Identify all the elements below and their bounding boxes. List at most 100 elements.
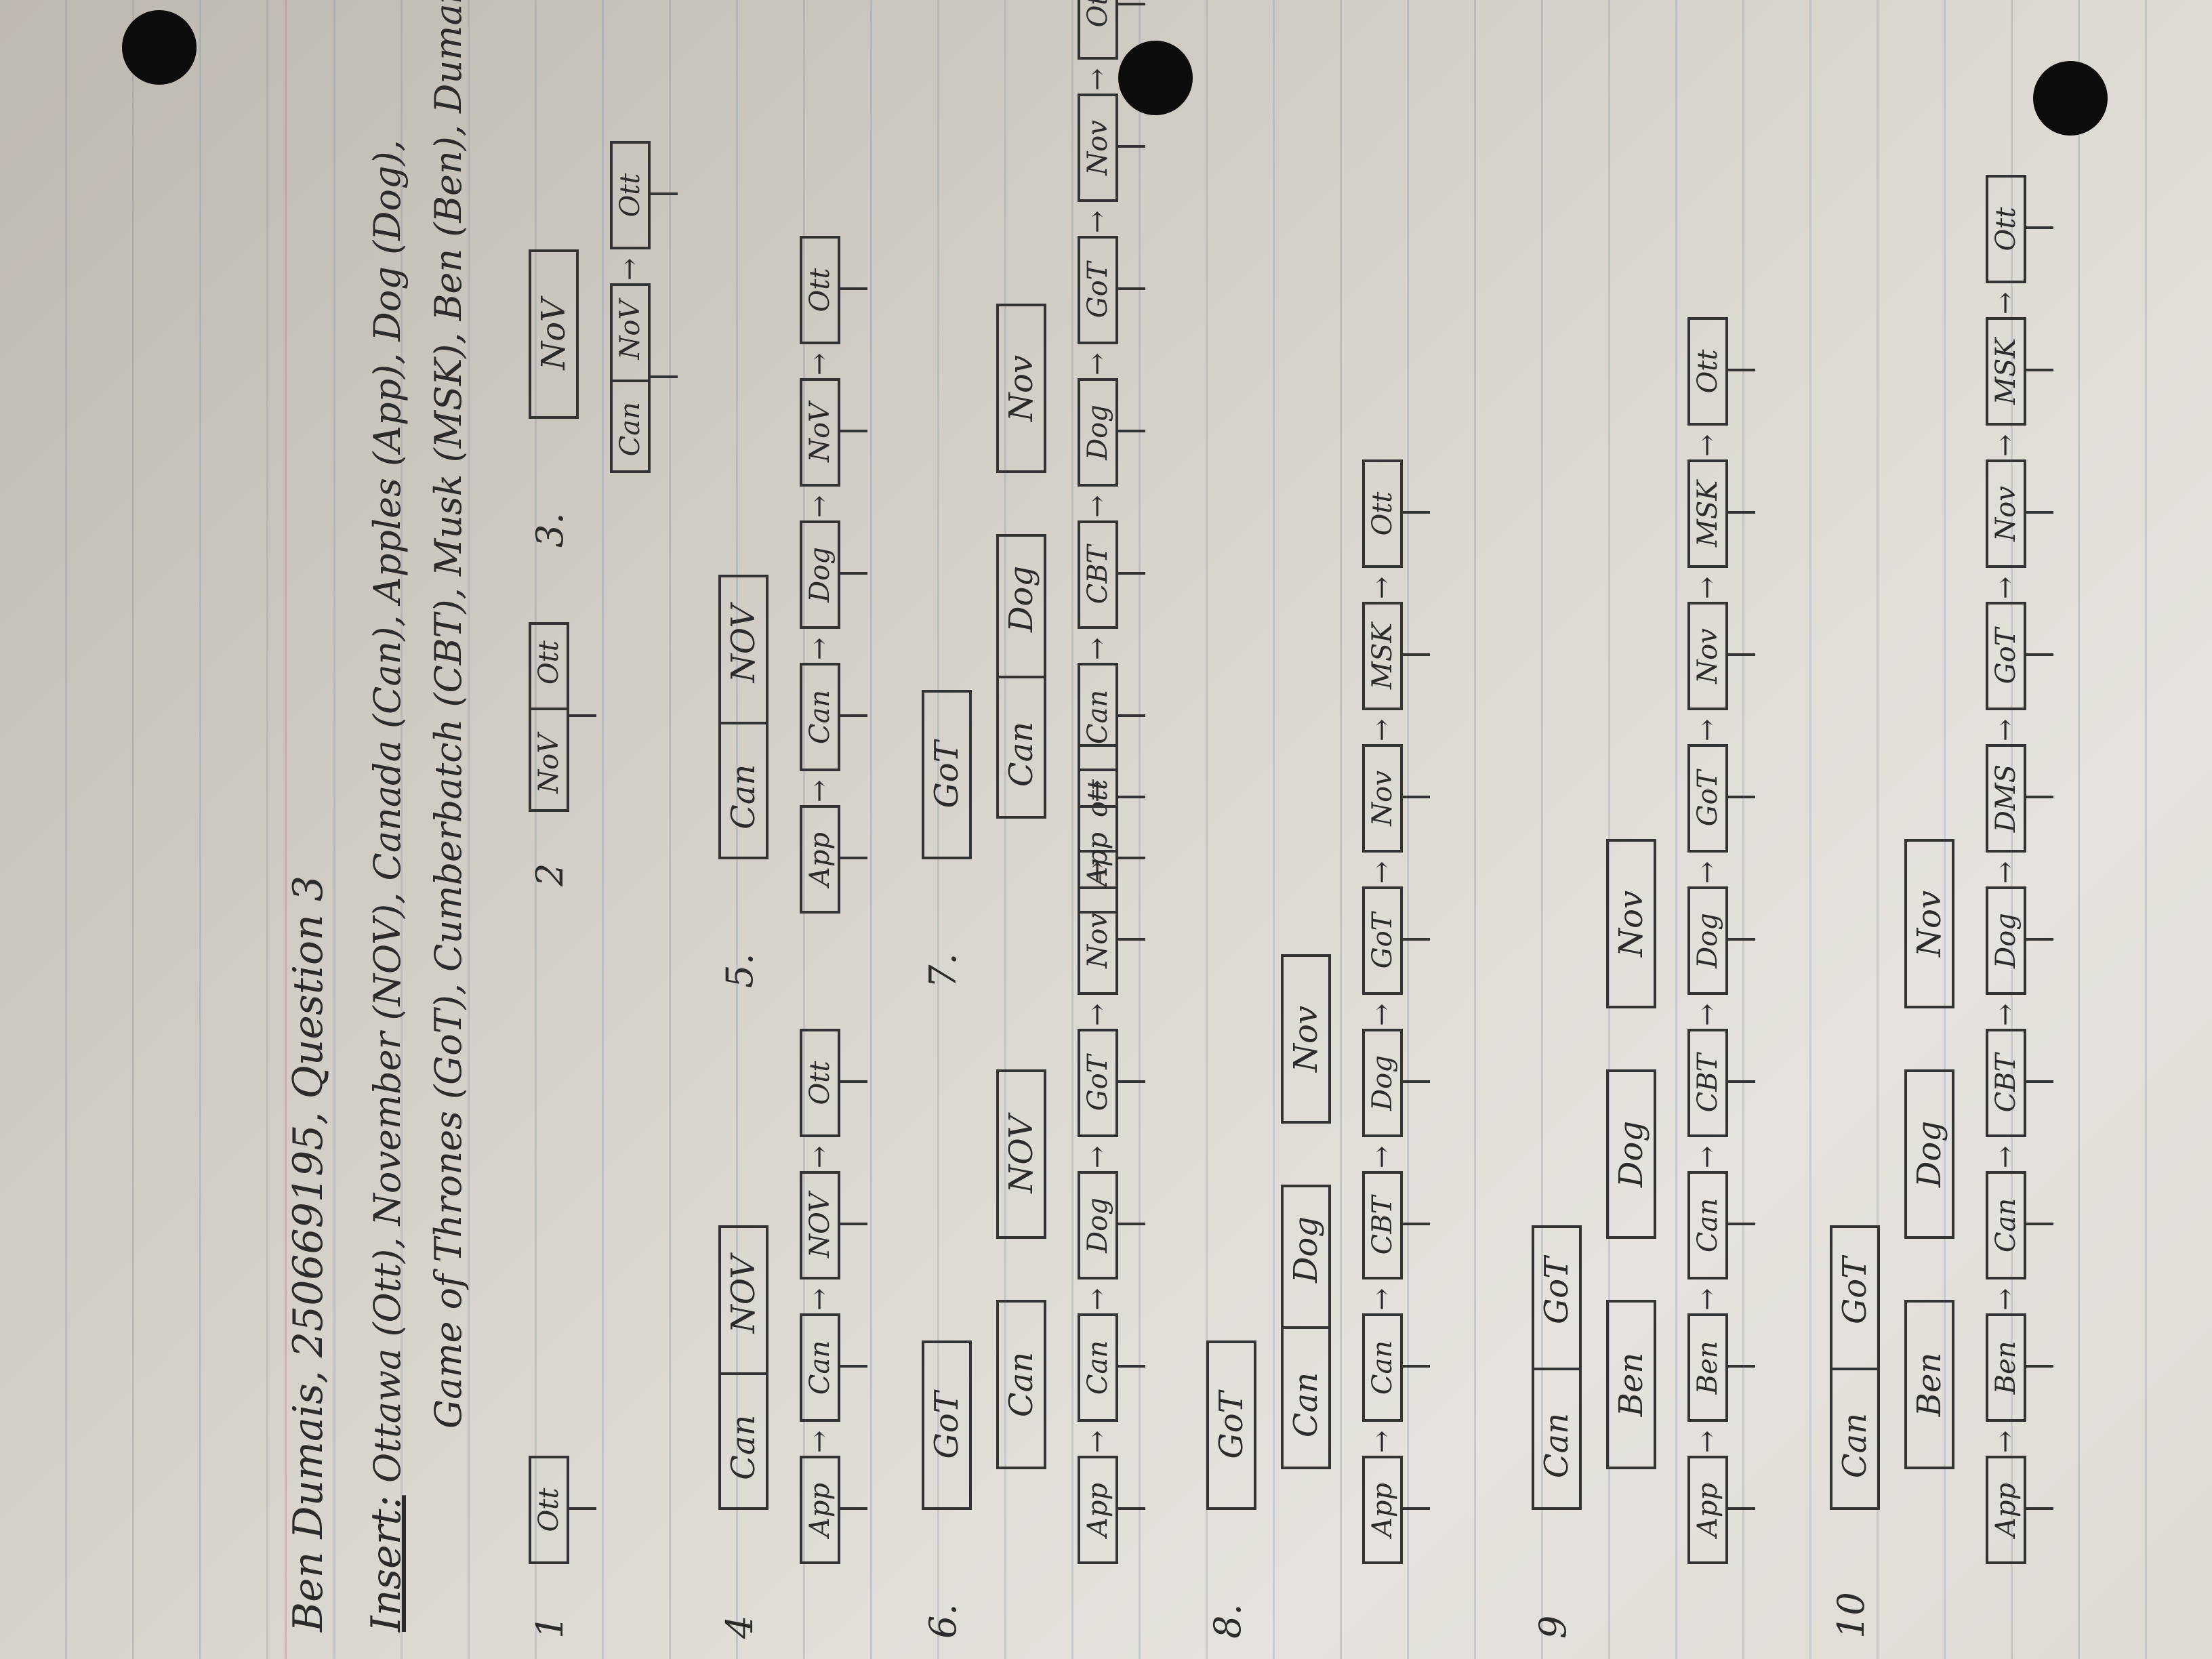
node-key: Ott xyxy=(533,640,565,685)
record-pointer xyxy=(1403,1507,1430,1510)
leaf-node: Can xyxy=(1362,1313,1403,1422)
node-key: Dog xyxy=(1082,1197,1113,1253)
leaf-node: App xyxy=(1362,1456,1403,1564)
leaf-link-arrow: → xyxy=(1082,352,1113,375)
node-key: NoV xyxy=(533,733,565,794)
record-pointer xyxy=(2026,1365,2053,1368)
leaf-link-arrow: → xyxy=(1692,576,1723,599)
leaf-link-arrow: → xyxy=(1082,1003,1113,1026)
leaf-node: DMS xyxy=(1986,744,2026,853)
node-key: Dog xyxy=(1002,565,1040,633)
leaf-link-arrow: → xyxy=(1366,576,1397,599)
leaf-node: Can xyxy=(1078,1313,1118,1422)
leaf-link-arrow: → xyxy=(804,637,835,660)
leaf-node: Dog xyxy=(1078,1171,1118,1279)
node-key: CBT xyxy=(1367,1195,1398,1255)
record-pointer xyxy=(840,1365,867,1368)
key-separator xyxy=(1284,1326,1328,1329)
index-node: Can xyxy=(996,1300,1046,1469)
record-pointer xyxy=(1728,1507,1755,1510)
leaf-node: Nov xyxy=(1362,744,1403,853)
record-pointer xyxy=(1728,653,1755,656)
node-key: Nov xyxy=(1082,120,1113,176)
record-pointer xyxy=(2026,796,2053,798)
leaf-node: CBT xyxy=(1362,1171,1403,1279)
record-pointer xyxy=(1118,1365,1145,1368)
node-key: Ben xyxy=(1612,1352,1650,1417)
leaf-node: Dog xyxy=(800,520,840,629)
record-pointer xyxy=(2026,1080,2053,1083)
record-pointer xyxy=(1728,938,1755,941)
leaf-node: GoT xyxy=(1986,602,2026,710)
leaf-node: Ben xyxy=(1687,1313,1728,1422)
leaf-link-arrow: → xyxy=(1082,1288,1113,1311)
key-separator xyxy=(1534,1367,1579,1370)
node-key: Ben xyxy=(1990,1340,2022,1395)
record-pointer xyxy=(1403,511,1430,514)
step-number: 7. xyxy=(922,953,964,988)
index-node: NoV xyxy=(529,249,579,419)
record-pointer xyxy=(1118,1080,1145,1083)
node-key: Dog xyxy=(1692,913,1723,968)
node-key: NOV xyxy=(1002,1115,1040,1193)
record-pointer xyxy=(1118,714,1145,717)
index-node: GoT xyxy=(922,1340,972,1510)
record-pointer xyxy=(569,1507,596,1510)
leaf-node: CBT xyxy=(1986,1029,2026,1137)
leaf-node: Can xyxy=(1078,663,1118,771)
node-key: NOV xyxy=(804,1193,836,1258)
leaf-node: NoV xyxy=(800,378,840,487)
node-key: Can xyxy=(1002,1351,1040,1418)
leaf-node: CBT xyxy=(1687,1029,1728,1137)
leaf-node: MSK xyxy=(1362,602,1403,710)
node-key: Dog xyxy=(1082,405,1113,460)
node-key: Dog xyxy=(1910,1120,1948,1188)
leaf-node: Ott xyxy=(529,1456,569,1564)
node-key: Nov xyxy=(1287,1006,1325,1073)
page-heading: Ben Dumais, 250669195, Question 3 xyxy=(285,875,332,1632)
leaf-node: App xyxy=(800,805,840,914)
node-key: App xyxy=(1990,1482,2022,1538)
node-key: Can xyxy=(804,1340,836,1395)
key-separator xyxy=(721,1372,766,1376)
leaf-node: Can xyxy=(800,663,840,771)
index-node: Nov xyxy=(1606,839,1656,1008)
leaf-link-arrow: → xyxy=(1990,434,2021,457)
key-separator xyxy=(999,675,1044,678)
node-key: GoT xyxy=(928,741,966,808)
leaf-link-arrow: → xyxy=(1692,1288,1723,1311)
leaf-link-arrow: → xyxy=(1692,718,1723,741)
leaf-node: NOV xyxy=(800,1171,840,1279)
node-key: GoT xyxy=(1836,1256,1874,1325)
leaf-link-arrow: → xyxy=(1990,291,2021,314)
leaf-node: MSK xyxy=(1986,317,2026,426)
node-key: Nov xyxy=(1692,628,1723,684)
record-pointer xyxy=(2026,369,2053,371)
record-pointer xyxy=(840,1223,867,1225)
leaf-link-arrow: → xyxy=(1692,1430,1723,1453)
record-pointer xyxy=(2026,226,2053,229)
node-key: Nov xyxy=(1990,486,2022,541)
leaf-node: Dog xyxy=(1362,1029,1403,1137)
node-key: App xyxy=(1082,832,1113,887)
leaf-link-arrow: → xyxy=(804,1430,835,1453)
node-key: MSK xyxy=(1692,480,1723,548)
record-pointer xyxy=(1118,572,1145,575)
record-pointer xyxy=(840,287,867,290)
node-key: Nov xyxy=(1910,890,1948,958)
record-pointer xyxy=(1403,1223,1430,1225)
record-pointer xyxy=(1118,857,1145,859)
index-node: Nov xyxy=(996,304,1046,473)
record-pointer xyxy=(2026,938,2053,941)
leaf-link-arrow: → xyxy=(1692,434,1723,457)
margin-line xyxy=(285,0,287,1659)
record-pointer xyxy=(2026,1507,2053,1510)
node-key: Ott xyxy=(804,1061,836,1105)
key-separator xyxy=(613,379,648,382)
step-number: 9 xyxy=(1532,1615,1574,1639)
insert-line-1: Ottawa (Ott), November (NOV), Canada (Ca… xyxy=(366,140,409,1483)
